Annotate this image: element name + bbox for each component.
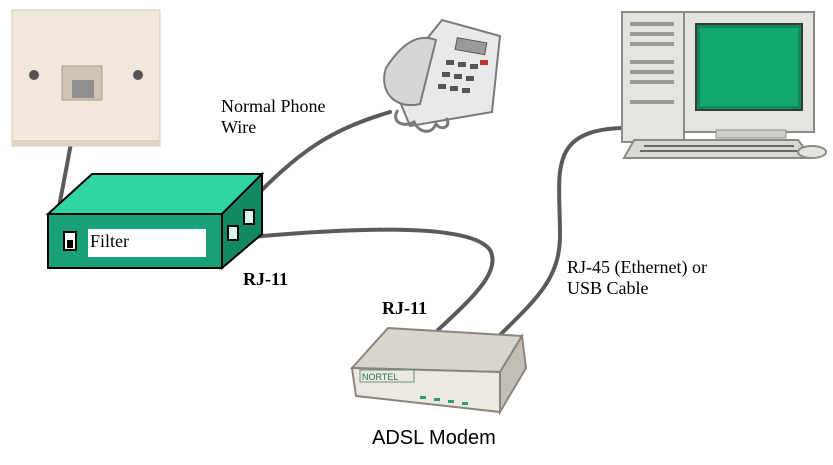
- modem-to-computer-cable: [493, 125, 637, 342]
- wall-socket-icon: [11, 9, 161, 147]
- filter-to-modem-cable: [238, 227, 495, 332]
- adsl-modem-icon: NORTEL: [349, 326, 528, 416]
- filter-box-icon: [45, 171, 265, 271]
- filter-to-phone-cable: [244, 110, 392, 208]
- phone-wire-label: Normal Phone Wire: [221, 96, 325, 138]
- ethernet-label-line1: RJ-45 (Ethernet) or: [567, 257, 707, 277]
- phone-wire-label-line2: Wire: [221, 117, 257, 137]
- rj11-filter-label: RJ-11: [243, 269, 288, 289]
- ethernet-label-line2: USB Cable: [567, 278, 649, 298]
- telephone-icon: [383, 18, 502, 133]
- rj11-modem-label: RJ-11: [382, 298, 427, 318]
- modem-label: ADSL Modem: [372, 427, 496, 449]
- ethernet-label: RJ-45 (Ethernet) or USB Cable: [567, 257, 707, 299]
- modem-brand-label: NORTEL: [362, 372, 398, 382]
- cables: [56, 102, 637, 342]
- computer-icon: [621, 11, 827, 159]
- filter-label: Filter: [90, 231, 129, 251]
- phone-wire-label-line1: Normal Phone: [221, 96, 326, 116]
